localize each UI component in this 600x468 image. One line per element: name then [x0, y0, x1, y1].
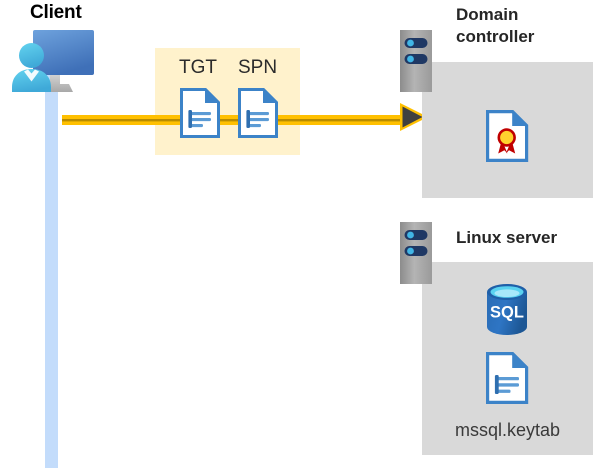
token-label-spn: SPN: [238, 57, 278, 78]
server-rack-icon-linux-server: [400, 222, 432, 284]
certificate-document-icon: [486, 110, 529, 162]
domain-controller-title-line2: controller: [456, 27, 535, 46]
client-title: Client: [30, 2, 82, 23]
document-icon-keytab: [486, 352, 529, 404]
domain-controller-title-line1: Domain: [456, 5, 519, 24]
domain-controller-title: Domain controller: [456, 4, 586, 48]
auth-request-arrow-line: [62, 112, 407, 125]
linux-server-title: Linux server: [456, 228, 558, 247]
token-highlight-box: [155, 48, 300, 155]
sql-database-text: SQL: [490, 304, 524, 322]
sql-database-icon: SQL: [482, 283, 532, 336]
client-lifeline: [45, 60, 58, 468]
keytab-file-label: mssql.keytab: [454, 420, 561, 440]
document-icon-tgt: [180, 88, 220, 138]
token-label-tgt: TGT: [179, 57, 217, 78]
user-computer-icon: [8, 26, 96, 102]
auth-request-arrow-head: [400, 103, 428, 131]
document-icon-spn: [238, 88, 278, 138]
server-rack-icon-domain-controller: [400, 30, 432, 92]
